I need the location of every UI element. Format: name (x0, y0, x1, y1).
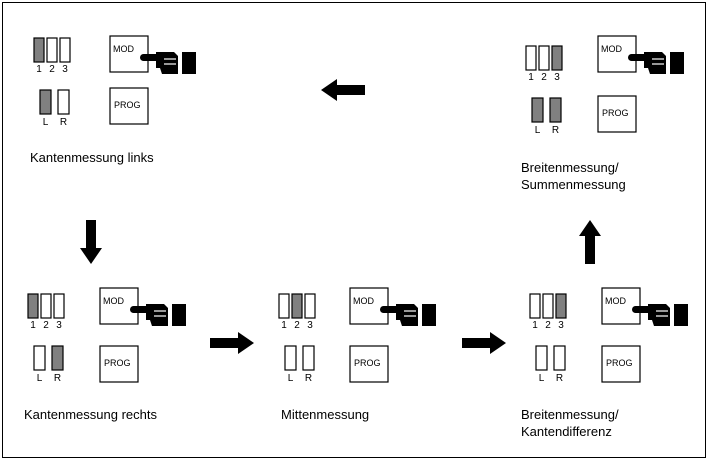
left-label: L (535, 125, 541, 136)
arrow-left-icon (321, 79, 365, 101)
right-indicator (302, 345, 315, 371)
caption-kanten-links: Kantenmessung links (30, 150, 154, 165)
hand-palm-mitten (396, 304, 418, 326)
arrow-right-icon (210, 332, 254, 354)
mod-label: MOD (353, 296, 374, 306)
mod-button (99, 287, 139, 325)
segment-2-label: 2 (43, 320, 49, 331)
hand-cuff-breiten-kantendiff (674, 304, 688, 326)
mod-label: MOD (601, 44, 622, 54)
prog-button (109, 87, 149, 125)
segment-2-label: 2 (49, 64, 55, 75)
mod-label: MOD (103, 296, 124, 306)
mod-button (349, 287, 389, 325)
caption-kanten-rechts: Kantenmessung rechts (24, 407, 157, 422)
left-label: L (43, 117, 49, 128)
segment-1-label: 1 (30, 320, 36, 331)
segment-2-indicator (46, 37, 58, 63)
right-label: R (60, 117, 67, 128)
segment-1-label: 1 (532, 320, 538, 331)
caption-breiten-kantendiff: Breitenmessung/ Kantendifferenz (521, 407, 619, 439)
segment-1-label: 1 (36, 64, 42, 75)
segment-2-indicator (538, 45, 550, 71)
segment-1-indicator (278, 293, 290, 319)
segment-2-label: 2 (294, 320, 300, 331)
segment-2-indicator (291, 293, 303, 319)
prog-label: PROG (354, 358, 381, 368)
arrow-up-icon (579, 220, 601, 264)
prog-label: PROG (602, 108, 629, 118)
segment-3-label: 3 (558, 320, 564, 331)
right-indicator (51, 345, 64, 371)
mod-label: MOD (605, 296, 626, 306)
segment-3-label: 3 (554, 72, 560, 83)
hand-palm-breiten-kantendiff (648, 304, 670, 326)
hand-palm-breiten-summen (644, 52, 666, 74)
right-label: R (556, 373, 563, 384)
segment-3-indicator (304, 293, 316, 319)
arrow-down-icon (80, 220, 102, 264)
right-label: R (305, 373, 312, 384)
segment-1-indicator (525, 45, 537, 71)
prog-button (597, 95, 637, 133)
mod-button (109, 35, 149, 73)
prog-label: PROG (606, 358, 633, 368)
segment-3-indicator (551, 45, 563, 71)
segment-3-label: 3 (62, 64, 68, 75)
segment-1-indicator (33, 37, 45, 63)
prog-label: PROG (114, 100, 141, 110)
segment-3-label: 3 (56, 320, 62, 331)
right-indicator (549, 97, 562, 123)
prog-button (99, 345, 139, 383)
right-label: R (552, 125, 559, 136)
caption-breiten-summen: Breitenmessung/ Summenmessung (521, 160, 626, 192)
segment-2-indicator (542, 293, 554, 319)
mod-label: MOD (113, 44, 134, 54)
left-indicator (531, 97, 544, 123)
prog-button (349, 345, 389, 383)
segment-2-indicator (40, 293, 52, 319)
prog-button (601, 345, 641, 383)
caption-mitten: Mittenmessung (281, 407, 370, 422)
left-indicator (39, 89, 52, 115)
left-label: L (539, 373, 545, 384)
segment-3-indicator (53, 293, 65, 319)
mod-button (597, 35, 637, 73)
right-indicator (553, 345, 566, 371)
right-label: R (54, 373, 61, 384)
left-label: L (288, 373, 294, 384)
hand-cuff-kanten-rechts (172, 304, 186, 326)
hand-cuff-mitten (422, 304, 436, 326)
segment-2-label: 2 (541, 72, 547, 83)
left-indicator (535, 345, 548, 371)
segment-2-label: 2 (545, 320, 551, 331)
prog-label: PROG (104, 358, 131, 368)
hand-cuff-kanten-links (182, 52, 196, 74)
left-label: L (37, 373, 43, 384)
mod-button (601, 287, 641, 325)
segment-3-indicator (59, 37, 71, 63)
segment-3-label: 3 (307, 320, 313, 331)
left-indicator (284, 345, 297, 371)
segment-1-label: 1 (281, 320, 287, 331)
hand-palm-kanten-links (156, 52, 178, 74)
segment-1-label: 1 (528, 72, 534, 83)
segment-1-indicator (529, 293, 541, 319)
right-indicator (57, 89, 70, 115)
arrow-right-icon (462, 332, 506, 354)
hand-cuff-breiten-summen (670, 52, 684, 74)
segment-3-indicator (555, 293, 567, 319)
segment-1-indicator (27, 293, 39, 319)
left-indicator (33, 345, 46, 371)
hand-palm-kanten-rechts (146, 304, 168, 326)
